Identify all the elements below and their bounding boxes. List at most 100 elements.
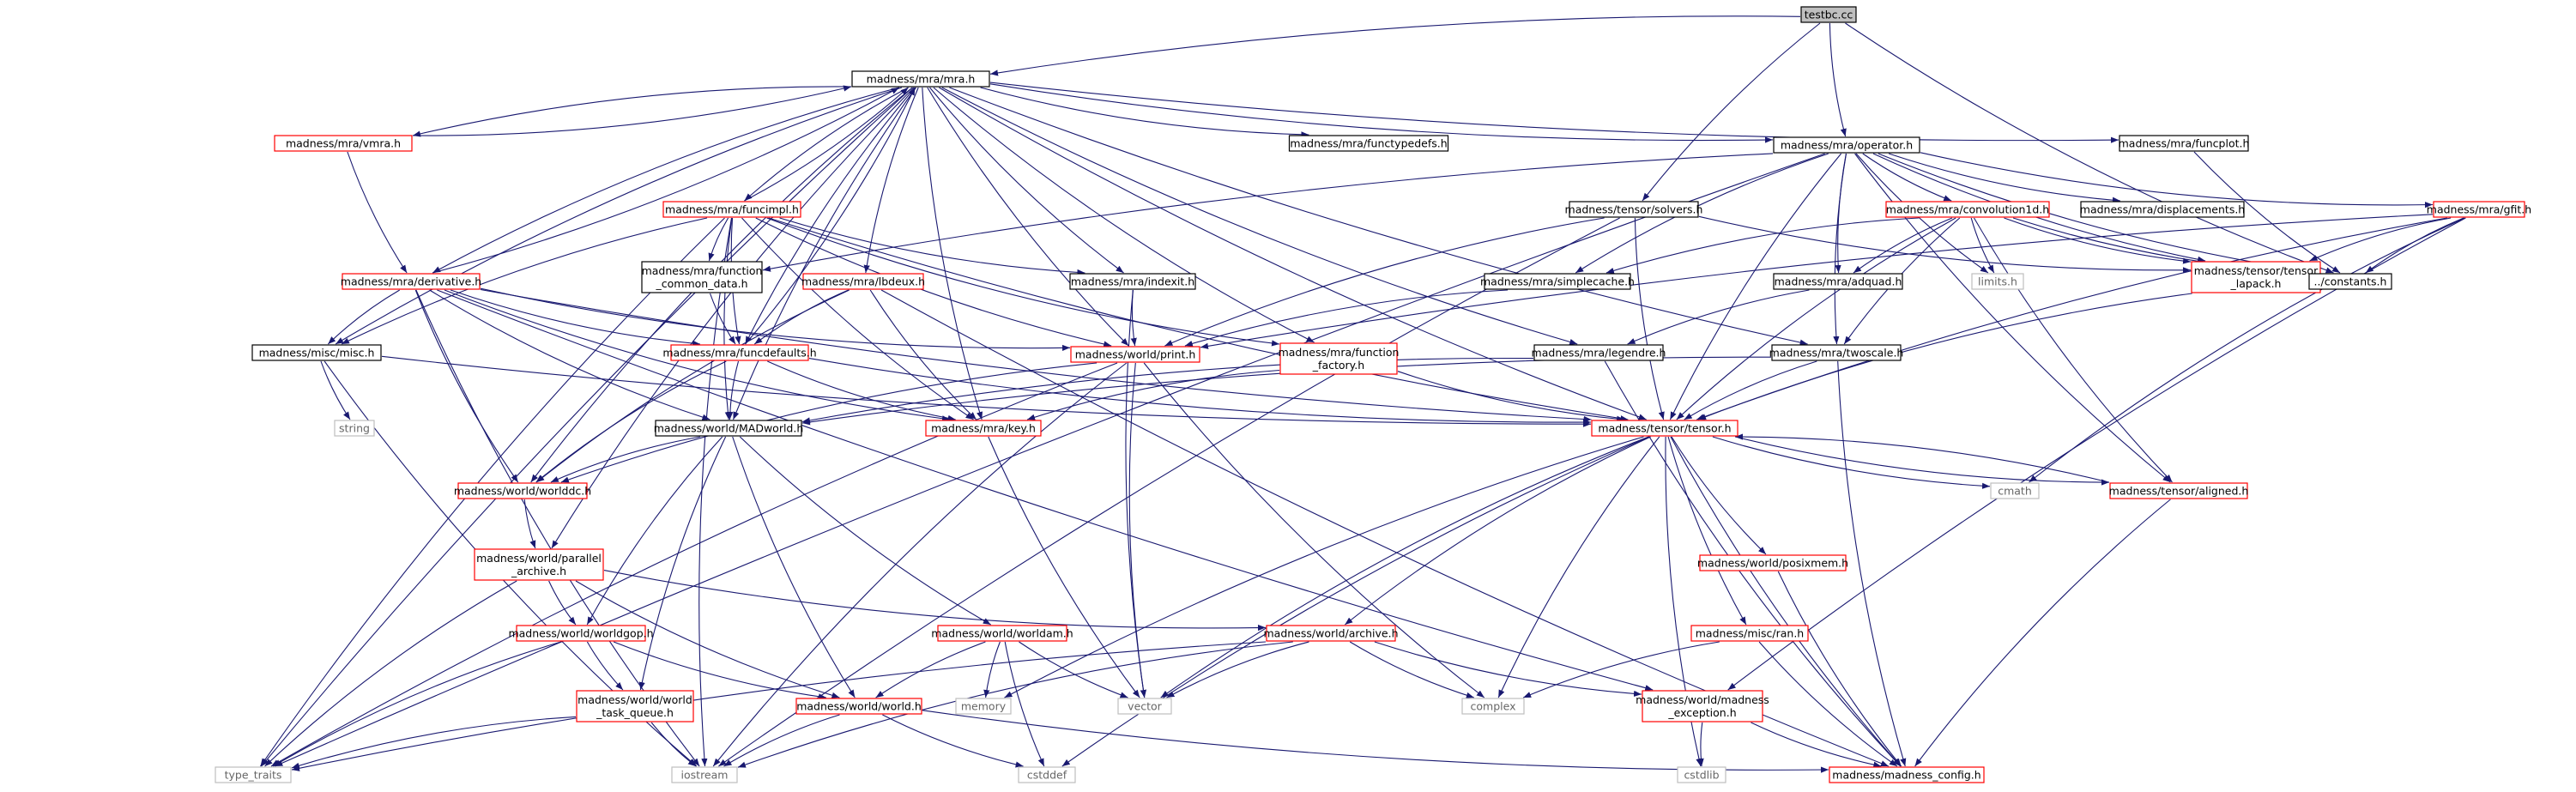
edge-fcd-to-funcdefaults <box>709 293 736 345</box>
node-typetraits: type_traits <box>215 766 292 783</box>
node-world[interactable]: madness/world/world.h <box>795 698 922 715</box>
node-worldam[interactable]: madness/world/worldam.h <box>931 625 1073 642</box>
edge-archive-to-vector <box>1166 641 1309 698</box>
edge-mra-to-parallel <box>551 87 915 549</box>
edge-solvers-to-tlapack <box>1698 215 2192 274</box>
node-worlddc[interactable]: madness/world/worlddc.h <box>454 482 591 499</box>
edge-tensor-to-archive <box>1344 436 1651 626</box>
edge-conv1d-to-adquad <box>1853 217 1953 274</box>
node-funcdefaults[interactable]: madness/mra/funcdefaults.h <box>662 344 817 361</box>
edge-archive-to-typetraits <box>291 641 1267 771</box>
node-legendre[interactable]: madness/mra/legendre.h <box>1532 344 1666 361</box>
node-madexc[interactable]: madness/world/madness_exception.h <box>1636 690 1769 722</box>
node-label-madconfig: madness/madness_config.h <box>1832 769 1980 782</box>
node-worldgop[interactable]: madness/world/worldgop.h <box>508 625 654 642</box>
edge-worldam-to-world <box>875 641 986 698</box>
edge-funcimpl-to-mra <box>744 87 909 202</box>
node-vmra[interactable]: madness/mra/vmra.h <box>274 135 413 152</box>
node-mra[interactable]: madness/mra/mra.h <box>851 70 990 88</box>
edge-archive-to-madexc <box>1374 641 1642 698</box>
edge-mra-to-operator <box>989 83 1774 143</box>
edge-worldgop-to-world <box>613 641 826 700</box>
node-print[interactable]: madness/world/print.h <box>1070 346 1200 363</box>
node-operator[interactable]: madness/mra/operator.h <box>1773 136 1920 154</box>
node-derivative[interactable]: madness/mra/derivative.h <box>341 273 481 290</box>
node-label-displacements: madness/mra/displacements.h <box>2080 203 2245 216</box>
node-label-gfit: madness/mra/gfit.h <box>2427 203 2531 216</box>
node-archive[interactable]: madness/world/archive.h <box>1263 625 1399 642</box>
edge-madworld-to-world <box>732 436 856 698</box>
edge-parallel-to-typetraits <box>264 580 517 767</box>
node-limits: limits.h <box>1971 273 2024 290</box>
edge-funcimpl-to-madworld <box>723 217 733 420</box>
edge-derivative-to-worlddc <box>414 289 519 483</box>
edge-madexc-to-cstdlib <box>1697 722 1704 767</box>
node-madconfig[interactable]: madness/madness_config.h <box>1829 766 1985 783</box>
node-solvers[interactable]: madness/tensor/solvers.h <box>1565 201 1703 218</box>
node-conv1d[interactable]: madness/mra/convolution1d.h <box>1885 201 2050 218</box>
node-label-constants: ../constants.h <box>2314 275 2387 288</box>
node-box-print <box>1070 346 1200 363</box>
node-box-key <box>925 420 1042 437</box>
edge-simplecache-to-print <box>1184 289 1509 347</box>
node-aligned[interactable]: madness/tensor/aligned.h <box>2109 482 2249 499</box>
edge-vmra-to-mra <box>412 85 852 136</box>
node-label-twoscale: madness/mra/twoscale.h <box>1769 347 1904 360</box>
node-ran[interactable]: madness/misc/ran.h <box>1690 625 1809 642</box>
node-wtq[interactable]: madness/world/world_task_queue.h <box>576 690 694 722</box>
edge-tensor-to-cstddef <box>1061 436 1650 767</box>
node-indexit[interactable]: madness/mra/indexit.h <box>1069 273 1196 290</box>
node-functypedefs[interactable]: madness/mra/functypedefs.h <box>1288 135 1449 152</box>
edge-funcimpl-to-indexit <box>779 217 1085 276</box>
node-box-testbc <box>1800 6 1857 23</box>
edge-solvers-to-tensor <box>1634 217 1665 420</box>
node-label-madexc: _exception.h <box>1667 706 1736 719</box>
edge-madworld-to-wtq <box>638 436 727 691</box>
node-displacements[interactable]: madness/mra/displacements.h <box>2080 201 2245 218</box>
node-misc[interactable]: madness/misc/misc.h <box>251 344 382 361</box>
node-twoscale[interactable]: madness/mra/twoscale.h <box>1769 344 1904 361</box>
node-parallel[interactable]: madness/world/parallel_archive.h <box>474 548 604 581</box>
node-adquad[interactable]: madness/mra/adquad.h <box>1773 273 1903 290</box>
node-ffactory[interactable]: madness/mra/function_factory.h <box>1279 342 1400 375</box>
node-string: string <box>334 420 375 437</box>
edge-ffactory-to-key <box>1026 369 1280 420</box>
node-label-misc: madness/misc/misc.h <box>259 347 375 360</box>
node-funcimpl[interactable]: madness/mra/funcimpl.h <box>662 201 801 218</box>
edge-key-to-vector <box>988 436 1140 698</box>
node-label-solvers: madness/tensor/solvers.h <box>1565 203 1703 216</box>
node-cstddef: cstddef <box>1018 766 1076 783</box>
node-madworld[interactable]: madness/world/MADworld.h <box>654 420 804 437</box>
node-constants[interactable]: ../constants.h <box>2308 273 2392 290</box>
node-label-funcdefaults: madness/mra/funcdefaults.h <box>662 347 816 360</box>
node-box-worldgop <box>516 625 646 642</box>
node-label-key: madness/mra/key.h <box>931 422 1036 435</box>
node-gfit[interactable]: madness/mra/gfit.h <box>2427 201 2531 218</box>
node-simplecache[interactable]: madness/mra/simplecache.h <box>1480 273 1635 290</box>
node-box-displacements <box>2080 201 2245 218</box>
node-label-ffactory: _factory.h <box>1312 359 1364 372</box>
node-funcplot[interactable]: madness/mra/funcplot.h <box>2119 135 2250 152</box>
node-label-vmra: madness/mra/vmra.h <box>286 137 401 150</box>
edge-operator-to-conv1d <box>1862 153 1952 202</box>
node-testbc[interactable]: testbc.cc <box>1800 6 1857 23</box>
node-label-funcplot: madness/mra/funcplot.h <box>2119 137 2250 150</box>
node-key[interactable]: madness/mra/key.h <box>925 420 1042 437</box>
node-box-indexit <box>1069 273 1196 290</box>
node-tlapack[interactable]: madness/tensor/tensor_lapack.h <box>2191 261 2321 293</box>
edge-conv1d-to-aligned <box>1974 217 2173 483</box>
node-fcd[interactable]: madness/mra/function_common_data.h <box>641 261 763 293</box>
file-nodes: testbc.cc madness/mra/mra.h madness/mra/vm… <box>215 6 2531 783</box>
node-box-misc <box>251 344 382 361</box>
edge-solvers-to-iostream <box>718 217 1620 767</box>
node-box-vector <box>1117 698 1172 715</box>
node-posixmem[interactable]: madness/world/posixmem.h <box>1697 554 1848 571</box>
edge-worldam-to-vector <box>1019 641 1128 698</box>
edge-twoscale-to-madconfig <box>1837 360 1907 767</box>
edge-world-to-iostream <box>723 714 840 767</box>
node-lbdeux[interactable]: madness/mra/lbdeux.h <box>801 273 925 290</box>
node-label-complex: complex <box>1471 700 1516 713</box>
edge-wtq-to-typetraits <box>291 716 577 769</box>
node-tensor[interactable]: madness/tensor/tensor.h <box>1591 420 1738 437</box>
